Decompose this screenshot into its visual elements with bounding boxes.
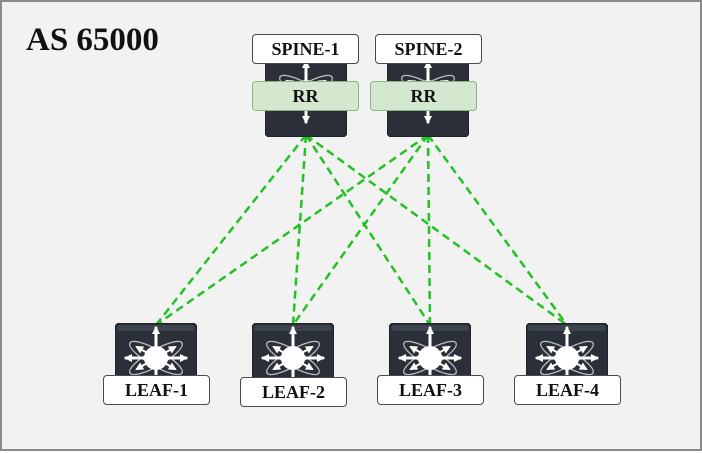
link-spine-1-leaf-4 [305, 133, 568, 327]
spine-1-label: SPINE-1 [252, 34, 359, 64]
link-spine-1-leaf-1 [155, 134, 307, 326]
leaf-4-switch[interactable]: LEAF-4 [514, 323, 621, 405]
as-label: AS 65000 [26, 22, 159, 58]
leaf-2-switch[interactable]: LEAF-2 [240, 323, 347, 407]
leaf-3-label: LEAF-3 [377, 375, 484, 405]
layer3-switch-icon [389, 323, 471, 381]
layer3-switch-icon [115, 323, 197, 381]
spine-2-label: SPINE-2 [375, 34, 482, 64]
link-spine-2-leaf-2 [291, 134, 430, 326]
leaf-3-switch[interactable]: LEAF-3 [377, 323, 484, 405]
layer3-switch-icon [526, 323, 608, 381]
link-spine-2-leaf-4 [426, 134, 569, 326]
layer3-switch-icon [252, 323, 334, 381]
link-spine-2-leaf-3 [426, 134, 432, 326]
spine-2-switch[interactable]: SPINE-2 RR [370, 34, 482, 137]
link-spine-2-leaf-1 [155, 133, 429, 327]
link-spine-1-leaf-2 [291, 134, 308, 326]
spine-2-rr-badge: RR [370, 81, 477, 111]
leaf-1-label: LEAF-1 [103, 375, 210, 405]
leaf-4-label: LEAF-4 [514, 375, 621, 405]
leaf-2-label: LEAF-2 [240, 377, 347, 407]
spine-1-switch[interactable]: SPINE-1 RR [252, 34, 359, 137]
leaf-1-switch[interactable]: LEAF-1 [103, 323, 210, 405]
link-spine-1-leaf-3 [304, 134, 432, 326]
spine-1-rr-badge: RR [252, 81, 359, 111]
